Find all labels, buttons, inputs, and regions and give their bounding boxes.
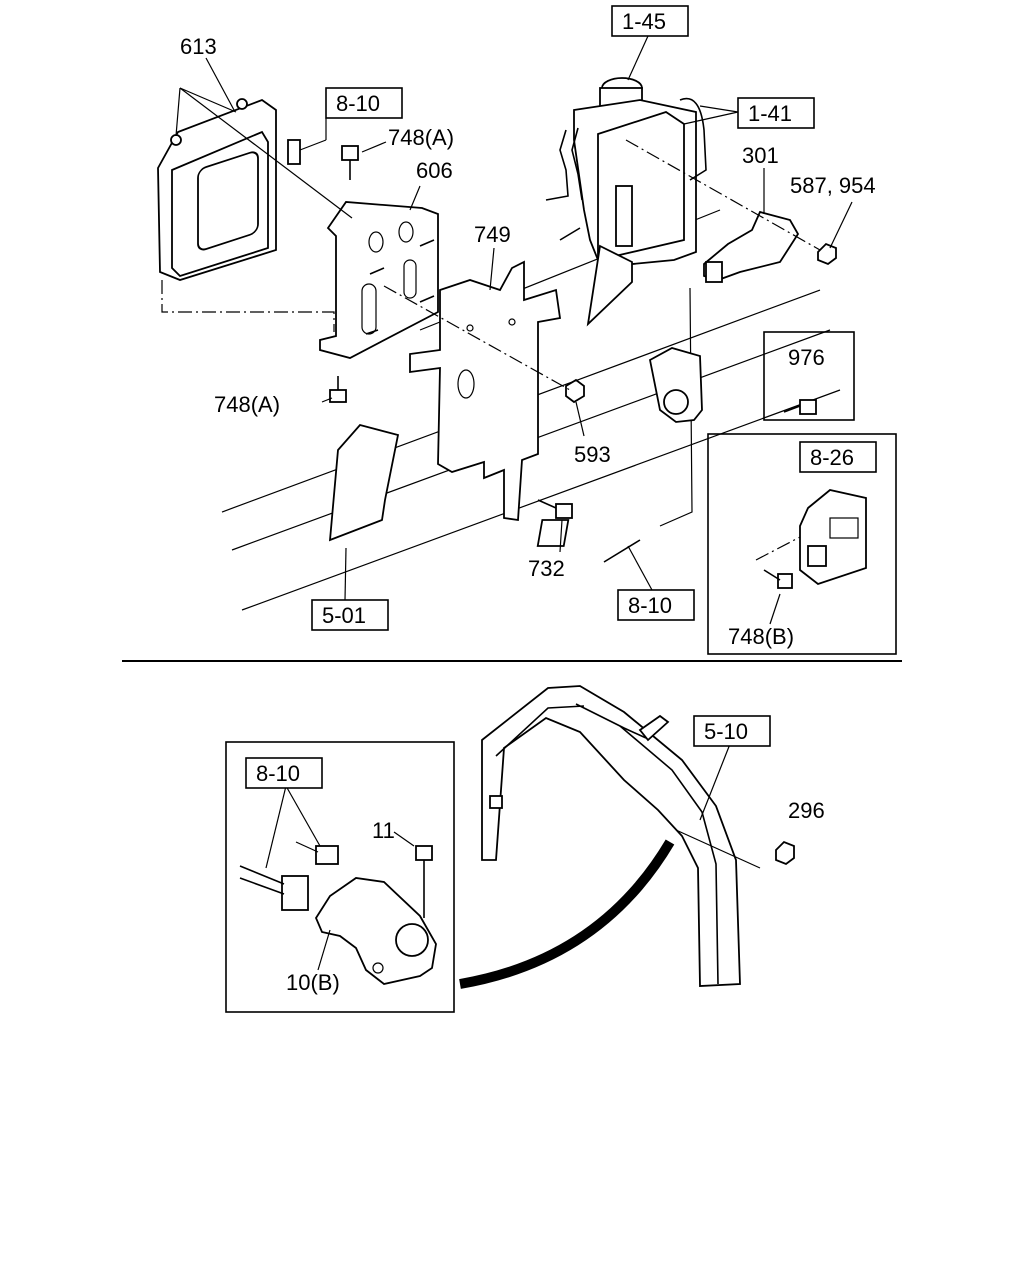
leader-lines-lower <box>265 743 731 971</box>
label-976: 976 <box>788 345 825 370</box>
label-8-10-mid: 8-10 <box>628 593 672 618</box>
label-box-5-10 <box>693 715 771 747</box>
bolt-732 <box>537 499 573 519</box>
label-748b: 748(B) <box>728 624 794 649</box>
cross-member <box>648 347 703 423</box>
connector-8-10-top <box>287 139 327 165</box>
label-8-26: 8-26 <box>810 445 854 470</box>
bracket-606 <box>319 201 439 359</box>
nut-587-954 <box>817 242 837 266</box>
box-976 <box>763 331 855 421</box>
harness-curve <box>459 839 675 989</box>
box-8-10-lower <box>225 741 455 1013</box>
tank-assembly-1-45 <box>545 77 707 327</box>
label-box-8-10-lower <box>245 757 323 789</box>
label-732: 732 <box>528 556 565 581</box>
label-1-41: 1-41 <box>748 101 792 126</box>
control-unit-613 <box>157 98 277 281</box>
nut-593 <box>565 378 585 404</box>
frame-gusset <box>328 423 400 542</box>
bolt-748a-bottom <box>329 376 347 403</box>
label-593: 593 <box>574 442 611 467</box>
label-301: 301 <box>742 143 779 168</box>
box-8-26 <box>707 433 897 655</box>
leader-lines-solid <box>175 35 853 625</box>
label-box-8-26 <box>799 441 877 473</box>
label-748a-top: 748(A) <box>388 125 454 150</box>
label-8-10-lower: 8-10 <box>256 761 300 786</box>
label-5-01: 5-01 <box>322 603 366 628</box>
label-box-1-41 <box>737 97 815 129</box>
label-748a-bottom: 748(A) <box>214 392 280 417</box>
label-5-10: 5-10 <box>704 719 748 744</box>
label-613: 613 <box>180 34 217 59</box>
label-box-1-45 <box>611 5 689 37</box>
bolt-748a-top <box>341 145 359 180</box>
label-8-10-top: 8-10 <box>336 91 380 116</box>
label-10b: 10(B) <box>286 970 340 995</box>
leader-lines-upper <box>161 139 821 561</box>
label-749: 749 <box>474 222 511 247</box>
bracket-749 <box>409 260 562 522</box>
label-296: 296 <box>788 798 825 823</box>
frame-bracket-5-10 <box>481 685 741 987</box>
label-11: 11 <box>372 818 395 843</box>
label-1-45: 1-45 <box>622 9 666 34</box>
label-box-5-01 <box>311 599 389 631</box>
relay-301 <box>703 210 800 283</box>
label-587-954: 587, 954 <box>790 173 876 198</box>
label-box-8-10-mid <box>617 589 695 621</box>
connector-8-10-mid <box>536 287 693 563</box>
label-box-8-10-top <box>325 87 403 119</box>
nut-296 <box>675 829 795 869</box>
label-606: 606 <box>416 158 453 183</box>
